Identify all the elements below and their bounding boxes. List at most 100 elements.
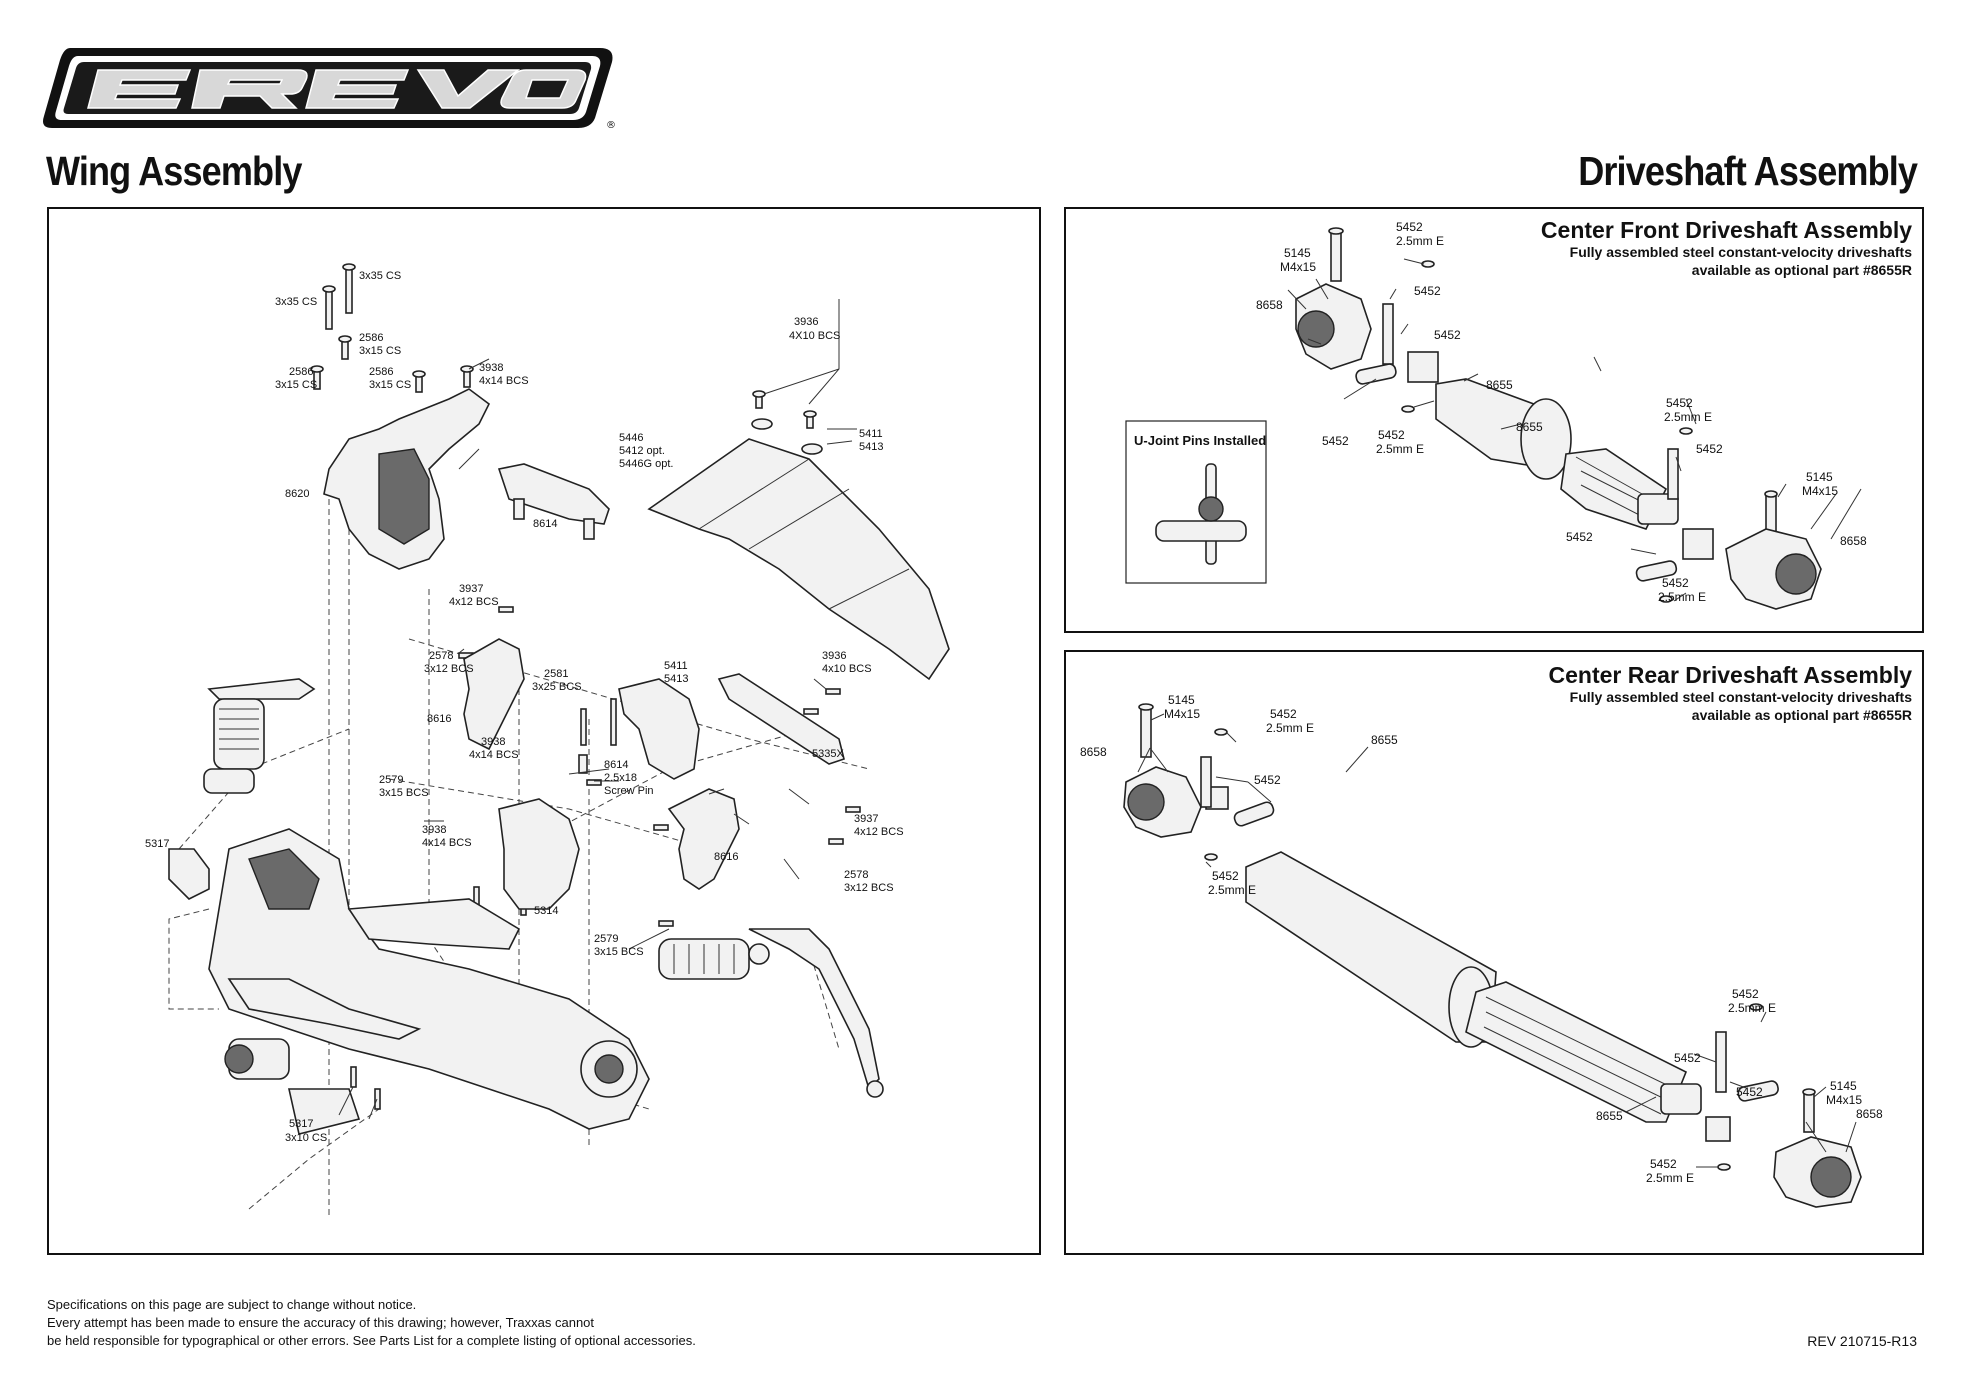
right-shock bbox=[658, 928, 884, 1098]
front-panel-desc-1: Fully assembled steel constant-velocity … bbox=[1569, 244, 1912, 260]
rear-panel-desc-1: Fully assembled steel constant-velocity … bbox=[1569, 689, 1912, 705]
callout: 3x15 CS bbox=[359, 345, 401, 357]
callout: 8655 bbox=[1371, 733, 1398, 747]
callout: 5411 bbox=[859, 428, 883, 440]
callout: 5452 bbox=[1434, 328, 1461, 342]
callout: 5452 bbox=[1254, 773, 1281, 787]
callout: 5452 bbox=[1566, 530, 1593, 544]
callout: 5317 bbox=[289, 1118, 313, 1130]
callout: 3x12 BCS bbox=[424, 663, 474, 675]
callout: 8614 bbox=[604, 759, 628, 771]
callout: 4x14 BCS bbox=[422, 837, 472, 849]
callout: 4x10 BCS bbox=[822, 663, 872, 675]
callout: 5412 opt. bbox=[619, 445, 665, 457]
callout: M4x15 bbox=[1164, 707, 1200, 721]
callout: 3x15 CS bbox=[369, 379, 411, 391]
callout: 3x35 CS bbox=[359, 270, 401, 282]
callout: 4x12 BCS bbox=[449, 596, 499, 608]
callout: 2.5mm E bbox=[1646, 1171, 1694, 1185]
callout: 3x10 CS bbox=[285, 1132, 327, 1144]
callout: 8655 bbox=[1486, 378, 1513, 392]
callout: 8655 bbox=[1596, 1109, 1623, 1123]
footer-line-2: Every attempt has been made to ensure th… bbox=[47, 1315, 595, 1330]
callout: 5452 bbox=[1736, 1085, 1763, 1099]
callout: 3x15 CS bbox=[275, 379, 317, 391]
callout: 4x14 BCS bbox=[469, 749, 519, 761]
plate-5335x bbox=[717, 673, 845, 765]
callout: 3937 bbox=[854, 813, 878, 825]
registered-mark: ® bbox=[606, 120, 616, 131]
callout: 3938 bbox=[481, 736, 505, 748]
callout: 5452 bbox=[1732, 987, 1759, 1001]
erevo-logo: ® bbox=[43, 48, 616, 131]
callout: 5452 bbox=[1396, 220, 1423, 234]
callout: 8614 bbox=[533, 518, 557, 530]
callout: 5145 bbox=[1284, 246, 1311, 260]
left-shock bbox=[203, 678, 316, 794]
callout: 2578 bbox=[844, 869, 868, 881]
callout: 5452 bbox=[1696, 442, 1723, 456]
bracket-5314 bbox=[498, 798, 580, 910]
callout: 5314 bbox=[534, 905, 558, 917]
wing-callout-labels: 3x35 CS 3x35 CS 2586 3x15 CS 2586 3x15 C… bbox=[145, 270, 904, 1144]
callout: 5452 bbox=[1212, 869, 1239, 883]
wing-exploded-diagram: 3x35 CS 3x35 CS 2586 3x15 CS 2586 3x15 C… bbox=[145, 263, 950, 1219]
u-joint-inset: U-Joint Pins Installed bbox=[1125, 420, 1267, 584]
callout: 3938 bbox=[479, 362, 503, 374]
callout: 8655 bbox=[1516, 420, 1543, 434]
callout: 3936 bbox=[794, 316, 818, 328]
callout: 5335X bbox=[812, 748, 844, 760]
callout: 5413 bbox=[664, 673, 688, 685]
front-panel-title: Center Front Driveshaft Assembly bbox=[1540, 217, 1912, 243]
callout: 2.5mm E bbox=[1664, 410, 1712, 424]
front-callout-lines bbox=[1287, 258, 1862, 602]
driveshaft-assembly-title: Driveshaft Assembly bbox=[1578, 148, 1918, 194]
callout: 2579 bbox=[594, 933, 618, 945]
callout: 3x35 CS bbox=[275, 296, 317, 308]
callout: 5452 bbox=[1674, 1051, 1701, 1065]
callout: 5145 bbox=[1830, 1079, 1857, 1093]
footer-line-3: be held responsible for typographical or… bbox=[47, 1333, 696, 1348]
callout: 2586 bbox=[359, 332, 383, 344]
inset-label: U-Joint Pins Installed bbox=[1134, 433, 1266, 448]
rear-splined-shaft bbox=[1465, 981, 1688, 1123]
callout: 2.5mm E bbox=[1658, 590, 1706, 604]
callout: 4x12 BCS bbox=[854, 826, 904, 838]
callout: 5452 bbox=[1662, 576, 1689, 590]
revision-number: REV 210715-R13 bbox=[1807, 1333, 1917, 1349]
callout: 2.5mm E bbox=[1728, 1001, 1776, 1015]
callout: 2581 bbox=[544, 668, 568, 680]
callout: 4x14 BCS bbox=[479, 375, 529, 387]
callout: 5452 bbox=[1414, 284, 1441, 298]
callout: 8658 bbox=[1856, 1107, 1883, 1121]
callout: 2579 bbox=[379, 774, 403, 786]
wing-5446 bbox=[647, 438, 950, 681]
callout: 5145 bbox=[1806, 470, 1833, 484]
callout: 2.5mm E bbox=[1376, 442, 1424, 456]
callout: 5452 bbox=[1270, 707, 1297, 721]
callout: M4x15 bbox=[1802, 484, 1838, 498]
wing-stay-8616-lower bbox=[667, 788, 740, 890]
rear-callout-labels: 5145 M4x15 5452 2.5mm E 8658 5452 5452 2… bbox=[1080, 693, 1883, 1185]
callout: 3936 bbox=[822, 650, 846, 662]
callout: M4x15 bbox=[1280, 260, 1316, 274]
rear-panel-title: Center Rear Driveshaft Assembly bbox=[1548, 662, 1912, 688]
bumper-5317 bbox=[168, 848, 210, 900]
callout: 2.5mm E bbox=[1396, 234, 1444, 248]
callout: 8616 bbox=[714, 851, 738, 863]
rear-callout-lines bbox=[1137, 713, 1857, 1168]
callout: 8658 bbox=[1840, 534, 1867, 548]
callout: 2578 bbox=[429, 650, 453, 662]
front-panel-header: Center Front Driveshaft Assembly Fully a… bbox=[1541, 217, 1912, 279]
rear-panel-desc-2: available as optional part #8655R bbox=[1691, 707, 1912, 723]
callout: 8616 bbox=[427, 713, 451, 725]
callout: 3x15 BCS bbox=[594, 946, 644, 958]
rear-panel-header: Center Rear Driveshaft Assembly Fully as… bbox=[1549, 662, 1912, 724]
callout: 5446 bbox=[619, 432, 643, 444]
footer-line-1: Specifications on this page are subject … bbox=[47, 1297, 417, 1312]
callout: 5452 bbox=[1666, 396, 1693, 410]
wing-stay-8616-upper bbox=[463, 638, 525, 751]
wing-assembly-title: Wing Assembly bbox=[46, 148, 302, 194]
callout: 3x15 BCS bbox=[379, 787, 429, 799]
footer-disclaimer: Specifications on this page are subject … bbox=[47, 1296, 696, 1350]
